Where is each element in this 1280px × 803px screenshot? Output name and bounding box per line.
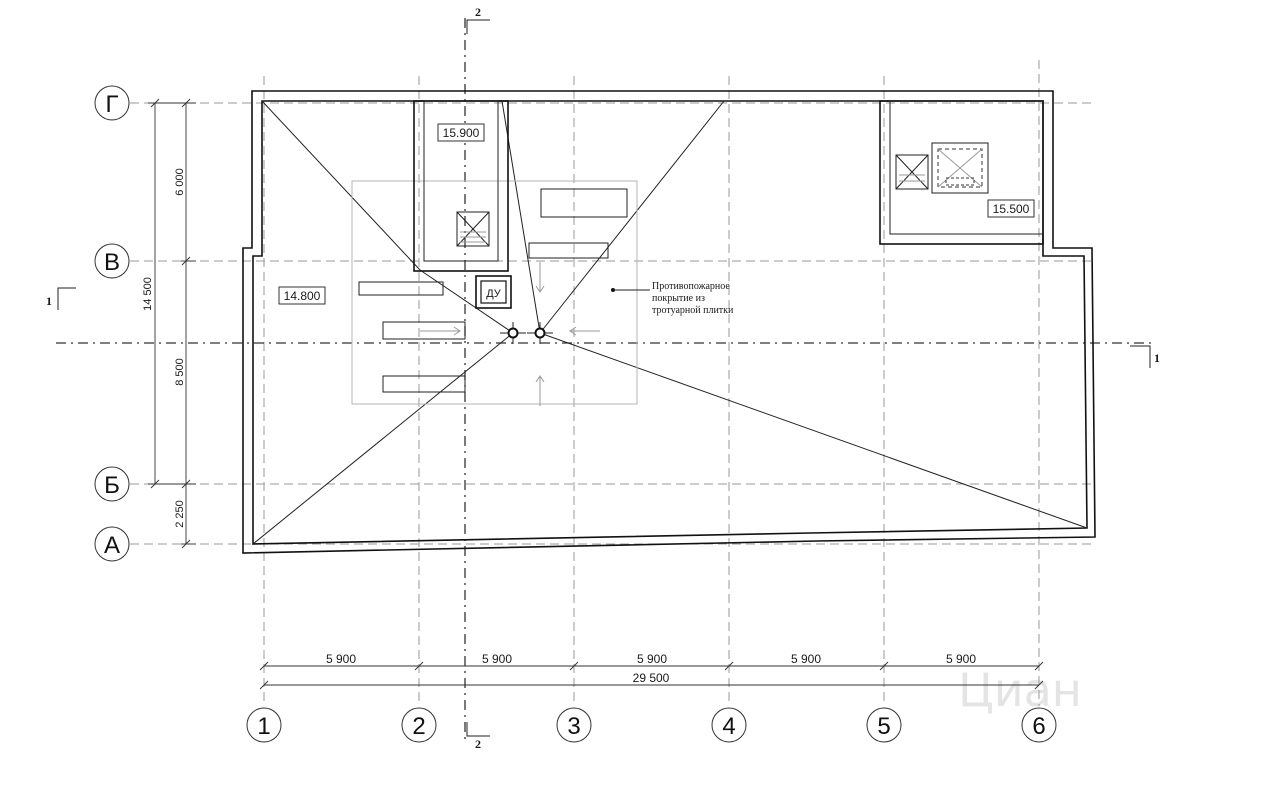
axis-label-6: 6 xyxy=(1032,713,1045,740)
section-marker-1-right: 1 xyxy=(1130,345,1160,368)
axis-label-a: А xyxy=(104,532,120,559)
fire-coating-note: Противопожарное покрытие из тротуарной п… xyxy=(611,281,734,316)
dim-span-2: 5 900 xyxy=(482,652,512,666)
axis-label-g: Г xyxy=(106,91,119,118)
svg-text:2: 2 xyxy=(475,5,481,19)
axis-label-4: 4 xyxy=(722,713,735,740)
stair-exit-box xyxy=(413,100,509,272)
axis-label-v: В xyxy=(104,249,120,276)
dim-span-1: 5 900 xyxy=(326,652,356,666)
note-line-3: тротуарной плитки xyxy=(652,305,734,316)
roof-drains xyxy=(500,322,553,344)
dim-total: 29 500 xyxy=(633,671,670,685)
dim-span-4: 5 900 xyxy=(791,652,821,666)
watermark-logo: Циан xyxy=(958,663,1082,717)
section-cut-lines xyxy=(56,18,1155,740)
elevation-marks: 15.900 14.800 15.500 xyxy=(278,123,1035,305)
axis-label-1: 1 xyxy=(257,713,270,740)
section-marker-2-bottom: 2 xyxy=(466,722,490,751)
elevation-roof: 14.800 xyxy=(284,289,321,303)
number-axis-bubbles: 1 2 3 4 5 6 xyxy=(246,707,1057,743)
svg-text:1: 1 xyxy=(1154,351,1160,365)
axis-label-5: 5 xyxy=(877,713,890,740)
svg-text:2: 2 xyxy=(475,737,481,751)
svg-text:1: 1 xyxy=(46,294,52,308)
dim-6000: 6 000 xyxy=(174,168,186,196)
horizontal-grid-lines xyxy=(130,102,1095,545)
paved-zone xyxy=(351,180,638,406)
elevation-machine-room: 15.500 xyxy=(993,202,1030,216)
elevation-stair-top: 15.900 xyxy=(443,126,480,140)
vertical-dimension-chain: 6 000 14 500 8 500 2 250 xyxy=(142,98,196,549)
note-line-1: Противопожарное xyxy=(652,281,730,292)
smoke-exhaust-box: ДУ xyxy=(475,275,512,309)
machine-room-box xyxy=(879,100,1044,245)
dim-14500: 14 500 xyxy=(142,277,154,311)
horizontal-dimension-chain: 5 900 5 900 5 900 5 900 5 900 29 500 xyxy=(259,652,1044,690)
section-marker-2-top: 2 xyxy=(466,5,490,34)
dim-span-5: 5 900 xyxy=(946,652,976,666)
smoke-exhaust-label: ДУ xyxy=(486,288,502,300)
letter-axis-bubbles: Г В Б А xyxy=(94,85,130,562)
section-marker-1-left: 1 xyxy=(46,287,76,310)
axis-label-2: 2 xyxy=(412,713,425,740)
dim-8500: 8 500 xyxy=(174,358,186,386)
note-line-2: покрытие из xyxy=(652,293,705,304)
roof-slope-lines xyxy=(252,100,1088,545)
axis-label-3: 3 xyxy=(567,713,580,740)
dim-span-3: 5 900 xyxy=(637,652,667,666)
vertical-grid-lines xyxy=(263,60,1040,706)
dim-2250: 2 250 xyxy=(174,500,186,528)
axis-label-b: Б xyxy=(104,472,120,499)
